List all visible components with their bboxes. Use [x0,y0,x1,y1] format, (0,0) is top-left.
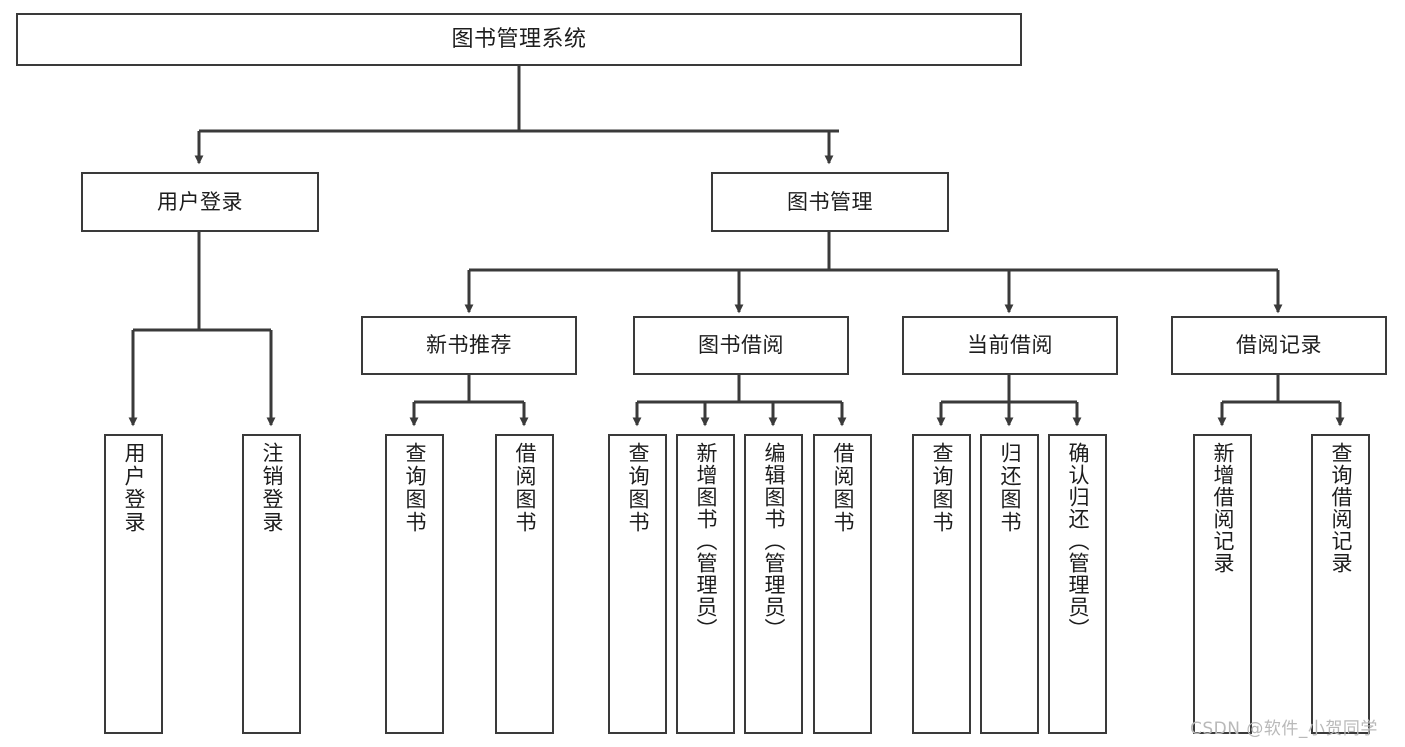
csdn-watermark: CSDN @软件_小贺同学 [1190,719,1378,739]
node-label: 注销登录 [260,442,284,534]
node-label: 用户登录 [157,189,243,214]
node-book-management[interactable]: 图书管理 [711,172,949,232]
node-label: 确认归还（管理员） [1066,442,1090,640]
node-label: 查询图书 [403,442,427,534]
leaf-user-login-login[interactable]: 用户登录 [104,434,163,734]
node-label: 图书管理 [787,189,873,214]
node-label: 查询图书 [930,442,954,534]
node-label: 图书管理系统 [451,26,587,52]
node-label: 查询借阅记录 [1329,442,1353,574]
node-new-book-recommend[interactable]: 新书推荐 [361,316,577,375]
node-label: 借阅图书 [831,442,855,534]
leaf-borrow-record-query-record[interactable]: 查询借阅记录 [1311,434,1370,734]
node-label: 编辑图书（管理员） [762,442,786,640]
leaf-borrow-record-add-record[interactable]: 新增借阅记录 [1193,434,1252,734]
node-label: 新增借阅记录 [1211,442,1235,574]
node-label: 查询图书 [626,442,650,534]
node-current-borrow[interactable]: 当前借阅 [902,316,1118,375]
leaf-current-borrow-query-book[interactable]: 查询图书 [912,434,971,734]
node-label: 当前借阅 [967,333,1053,358]
node-label: 新增图书（管理员） [694,442,718,640]
leaf-book-borrow-query-book[interactable]: 查询图书 [608,434,667,734]
node-book-borrow[interactable]: 图书借阅 [633,316,849,375]
node-label: 借阅记录 [1236,333,1322,358]
leaf-book-borrow-edit-book-admin[interactable]: 编辑图书（管理员） [744,434,803,734]
node-borrow-record[interactable]: 借阅记录 [1171,316,1387,375]
node-label: 图书借阅 [698,333,784,358]
node-user-login[interactable]: 用户登录 [81,172,319,232]
leaf-current-borrow-return-book[interactable]: 归还图书 [980,434,1039,734]
leaf-new-book-query-book[interactable]: 查询图书 [385,434,444,734]
leaf-book-borrow-borrow-book[interactable]: 借阅图书 [813,434,872,734]
node-label: 借阅图书 [513,442,537,534]
node-label: 归还图书 [998,442,1022,534]
leaf-current-borrow-confirm-return-admin[interactable]: 确认归还（管理员） [1048,434,1107,734]
node-label: 新书推荐 [426,333,512,358]
leaf-new-book-borrow-book[interactable]: 借阅图书 [495,434,554,734]
node-book-management-system[interactable]: 图书管理系统 [16,13,1022,66]
leaf-user-login-logout[interactable]: 注销登录 [242,434,301,734]
node-label: 用户登录 [122,442,146,534]
leaf-book-borrow-add-book-admin[interactable]: 新增图书（管理员） [676,434,735,734]
